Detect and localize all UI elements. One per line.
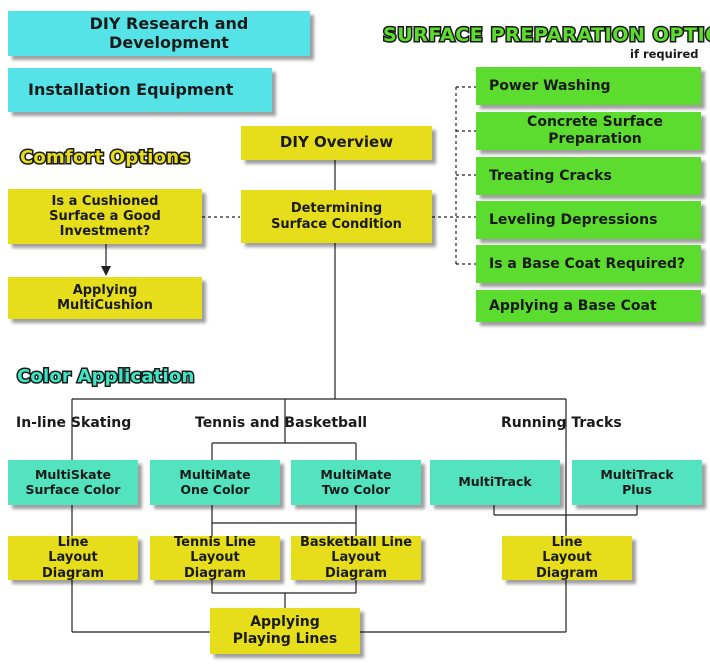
multitrack-box[interactable]: MultiTrack [430,460,560,505]
cushioned-surface-question-box[interactable]: Is a Cushioned Surface a Good Investment… [8,189,202,244]
base-coat-required-box[interactable]: Is a Base Coat Required? [476,245,701,283]
applying-playing-lines-box[interactable]: Applying Playing Lines [210,608,360,654]
inline-skating-heading: In-line Skating [16,415,132,431]
applying-multicushion-box[interactable]: Applying MultiCushion [8,277,202,319]
tennis-line-layout-box[interactable]: Tennis Line Layout Diagram [150,535,280,581]
running-tracks-heading: Running Tracks [501,415,622,431]
if-required-note: if required [630,47,699,61]
multitrack-plus-box[interactable]: MultiTrack Plus [572,460,702,505]
line-layout-diagram-right-box[interactable]: Line Layout Diagram [502,535,632,581]
color-application-title: Color Application [15,365,195,389]
comfort-options-title: Comfort Options [18,146,191,170]
diy-overview-box[interactable]: DIY Overview [241,126,432,160]
basketball-line-layout-box[interactable]: Basketball Line Layout Diagram [291,535,421,581]
concrete-surface-prep-box[interactable]: Concrete Surface Preparation [476,112,701,150]
installation-equipment-box[interactable]: Installation Equipment [8,68,272,112]
multimate-one-color-box[interactable]: MultiMate One Color [150,460,280,505]
multimate-two-color-box[interactable]: MultiMate Two Color [291,460,421,505]
tennis-basketball-heading: Tennis and Basketball [195,415,368,431]
treating-cracks-box[interactable]: Treating Cracks [476,157,701,195]
arrow-head-icon [101,266,111,276]
leveling-depressions-box[interactable]: Leveling Depressions [476,201,701,239]
power-washing-box[interactable]: Power Washing [476,67,701,105]
surface-preparation-title: SURFACE PREPARATION OPTION [382,23,710,48]
multiskate-surface-color-box[interactable]: MultiSkate Surface Color [8,460,138,505]
line-layout-diagram-left-box[interactable]: Line Layout Diagram [8,535,138,581]
applying-base-coat-box[interactable]: Applying a Base Coat [476,290,701,322]
diy-research-box[interactable]: DIY Research and Development [8,11,310,56]
determining-surface-condition-box[interactable]: Determining Surface Condition [241,190,432,243]
